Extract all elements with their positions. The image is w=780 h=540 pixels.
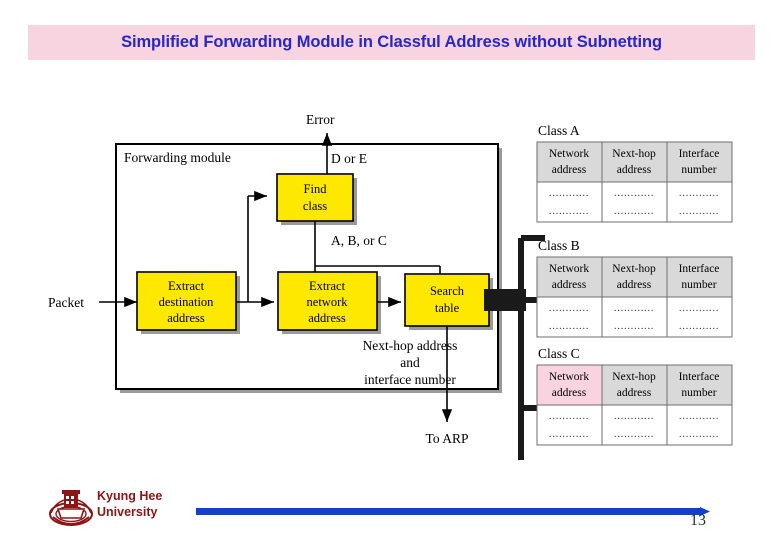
class-c-caption: Class C: [538, 346, 580, 361]
footer-university-name: Kyung Hee University: [97, 488, 217, 520]
class-c-th0-l0: Network: [549, 371, 589, 383]
class-a-r0-c0: ............: [549, 187, 589, 199]
class-a-cell-0-1: [601, 181, 668, 223]
to-arp-label: To ARP: [426, 431, 469, 446]
result-label-line2: and: [400, 355, 420, 370]
class-b-header-network: [536, 256, 603, 298]
class-b-header-interface: [666, 256, 733, 298]
class-a-r1-c1: ............: [614, 205, 654, 217]
class-b-cell-0-1: [601, 296, 668, 338]
page-title: Simplified Forwarding Module in Classful…: [121, 33, 662, 51]
class-c-table: Class C Network address Next-hop address…: [536, 346, 733, 446]
class-a-header-network: [536, 141, 603, 183]
class-c-th2-l0: Interface: [679, 371, 720, 383]
class-b-cell-0-0: [536, 296, 603, 338]
class-b-th0-l0: Network: [549, 263, 589, 275]
class-b-r1-c2: ............: [679, 320, 719, 332]
result-label-line1: Next-hop address: [363, 338, 458, 353]
find-class-box: [276, 173, 354, 222]
class-c-r0-c1: ............: [614, 410, 654, 422]
search-table-box: [404, 273, 490, 327]
extract-destination-line1: Extract: [168, 279, 205, 293]
class-c-r1-c1: ............: [614, 428, 654, 440]
class-a-cell-0-0: [536, 181, 603, 223]
class-a-r0-c2: ............: [679, 187, 719, 199]
module-label: Forwarding module: [124, 150, 231, 165]
class-c-r0-c2: ............: [679, 410, 719, 422]
class-b-cell-0-2: [666, 296, 733, 338]
class-b-r0-c0: ............: [549, 302, 589, 314]
class-c-header-interface: [666, 364, 733, 406]
class-c-th1-l1: address: [617, 387, 652, 399]
class-a-th1-l1: address: [617, 164, 652, 176]
class-a-header-interface: [666, 141, 733, 183]
class-c-r1-c2: ............: [679, 428, 719, 440]
footer-university-line1: Kyung Hee: [97, 489, 163, 503]
class-c-th1-l0: Next-hop: [612, 371, 656, 383]
class-b-th1-l0: Next-hop: [612, 263, 656, 275]
search-table-line1: Search: [430, 284, 465, 298]
find-class-label-line1: Find: [304, 182, 328, 196]
class-b-r0-c2: ............: [679, 302, 719, 314]
class-a-th1-l0: Next-hop: [612, 148, 656, 160]
class-c-r1-c0: ............: [549, 428, 589, 440]
error-label: Error: [306, 112, 335, 127]
extract-destination-line3: address: [167, 311, 205, 325]
search-table-line2: table: [435, 301, 460, 315]
class-a-th0-l0: Network: [549, 148, 589, 160]
page-number: 13: [690, 512, 706, 529]
extract-destination-address-box: [136, 271, 237, 331]
edge-label-a-b-or-c: A, B, or C: [331, 233, 387, 248]
class-b-th2-l1: number: [681, 279, 716, 291]
extract-destination-line2: destination: [159, 295, 215, 309]
class-a-r1-c2: ............: [679, 205, 719, 217]
class-b-table: Class B Network address Next-hop address…: [536, 238, 733, 338]
slide-title-banner: Simplified Forwarding Module in Classful…: [28, 25, 755, 60]
extract-network-line1: Extract: [309, 279, 346, 293]
class-b-r1-c1: ............: [614, 320, 654, 332]
packet-label: Packet: [48, 295, 84, 310]
class-b-th2-l0: Interface: [679, 263, 720, 275]
class-a-r0-c1: ............: [614, 187, 654, 199]
class-c-r0-c0: ............: [549, 410, 589, 422]
class-c-cell-0-2: [666, 404, 733, 446]
kyung-hee-university-logo-icon: [48, 487, 94, 529]
extract-network-line2: network: [307, 295, 349, 309]
class-b-th0-l1: address: [552, 279, 587, 291]
class-c-th0-l1: address: [552, 387, 587, 399]
class-c-th2-l1: number: [681, 387, 716, 399]
class-a-cell-0-2: [666, 181, 733, 223]
result-label-line3: interface number: [364, 372, 456, 387]
routing-table-bus-connector: [484, 289, 526, 311]
class-a-r1-c0: ............: [549, 205, 589, 217]
class-a-th0-l1: address: [552, 164, 587, 176]
footer-accent-bar: [196, 503, 710, 516]
class-a-th2-l1: number: [681, 164, 716, 176]
class-b-th1-l1: address: [617, 279, 652, 291]
edge-label-d-or-e: D or E: [331, 151, 367, 166]
footer-university-line2: University: [97, 505, 158, 519]
class-a-th2-l0: Interface: [679, 148, 720, 160]
class-b-caption: Class B: [538, 238, 580, 253]
find-class-label-line2: class: [303, 199, 327, 213]
extract-network-line3: address: [308, 311, 346, 325]
class-a-table: Class A Network address Next-hop address…: [536, 123, 733, 223]
class-b-r1-c0: ............: [549, 320, 589, 332]
class-c-cell-0-1: [601, 404, 668, 446]
class-a-caption: Class A: [538, 123, 580, 138]
class-b-r0-c1: ............: [614, 302, 654, 314]
class-c-cell-0-0: [536, 404, 603, 446]
forwarding-module-diagram: Forwarding module Error D or E Find clas…: [0, 95, 780, 460]
extract-network-address-box: [277, 271, 378, 331]
